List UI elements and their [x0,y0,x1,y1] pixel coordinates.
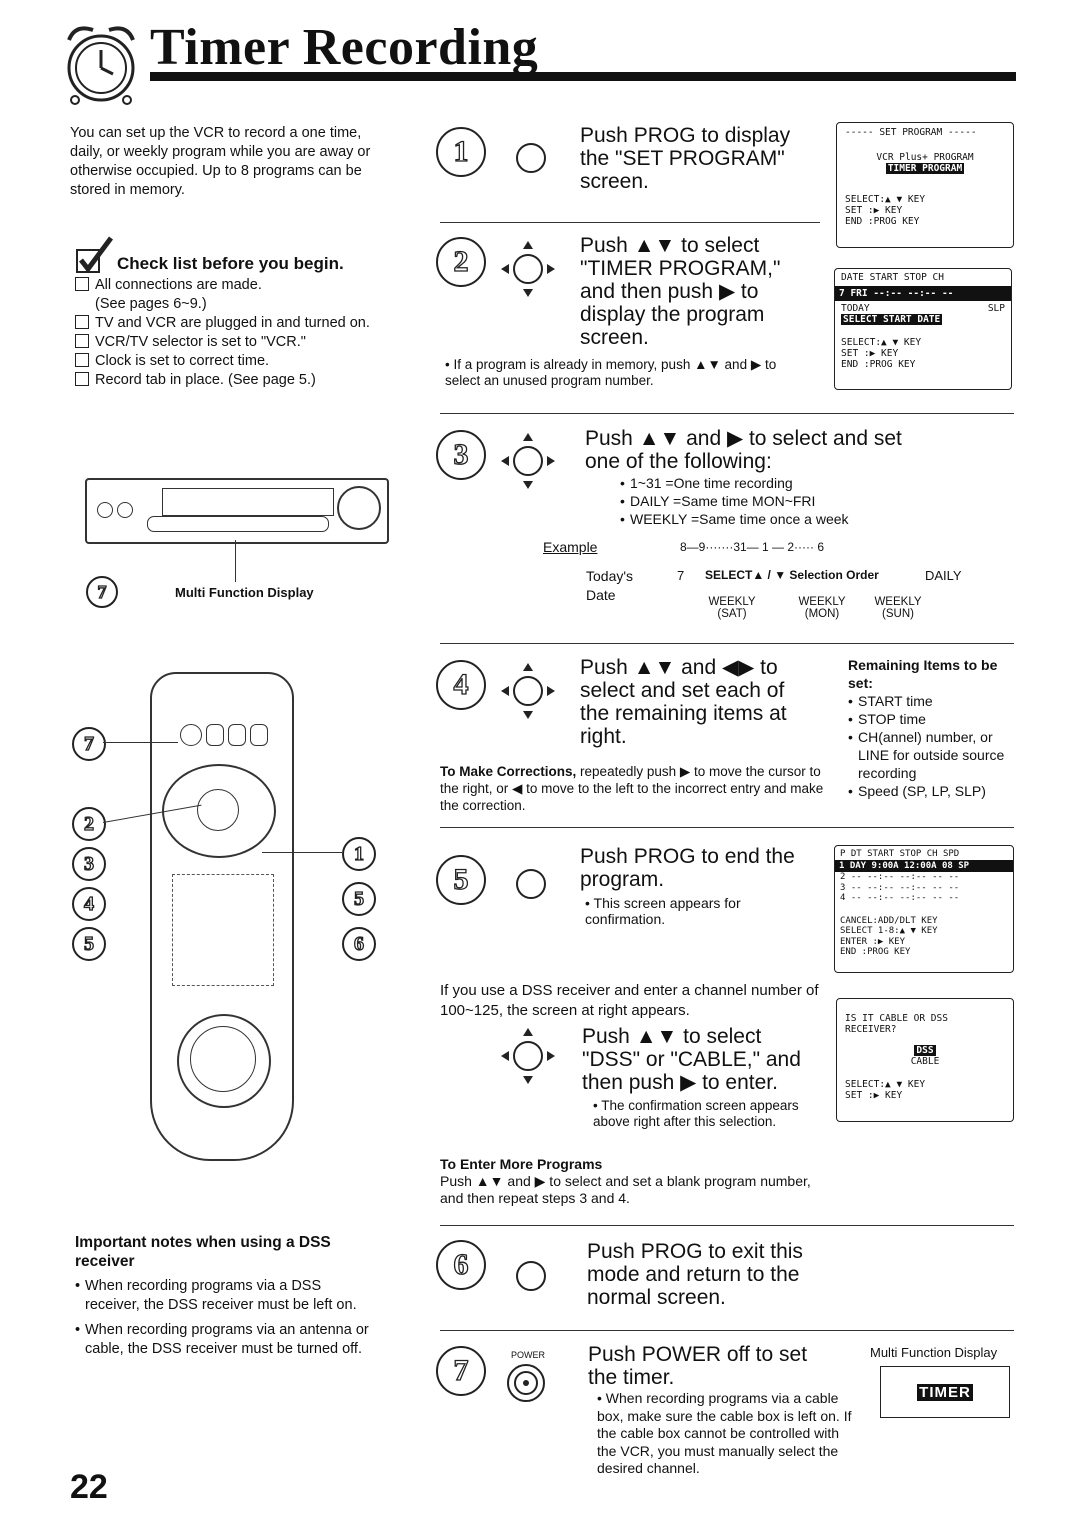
step-5-number: 5 [436,855,486,905]
step-3-options: 1~31 =One time recording DAILY =Same tim… [620,474,940,528]
prog-button-icon [516,1261,546,1291]
example-today-value: 7 [677,568,685,583]
page-number: 22 [70,1468,108,1506]
alarm-clock-icon [67,26,135,105]
vcr-display-label: Multi Function Display [175,585,314,600]
step-2-note: • If a program is already in memory, pus… [445,357,777,388]
callout-2: 2 [72,807,106,841]
callout-7: 7 [72,727,106,761]
more-programs: To Enter More Programs Push ▲▼ and ▶ to … [440,1156,811,1206]
example-weekly: WEEKLY (MON) [798,596,846,620]
callout-6: 6 [342,927,376,961]
divider [440,413,1014,414]
step-4-text: Push ▲▼ and ◀▶ to select and set each of… [580,656,787,748]
direction-pad-icon [501,241,555,297]
divider [440,1330,1014,1331]
checkmark-icon [76,236,114,274]
example-sequence: 8—9·······31— 1 — 2····· 6 [680,540,825,554]
intro-text: You can set up the VCR to record a one t… [70,125,371,198]
example-weekly: WEEKLY (SUN) [874,596,922,620]
divider [440,222,820,223]
prog-button-icon [516,869,546,899]
step-7-number: 7 [436,1346,486,1396]
dss-notes: Important notes when using a DSS receive… [75,1233,375,1359]
callout-5b: 5 [342,882,376,916]
multi-display-label: Multi Function Display [870,1345,998,1360]
step-5-text: Push PROG to end the program. [580,845,795,891]
checklist: Check list before you begin. All connect… [75,236,405,390]
prog-button-icon [516,143,546,173]
checklist-heading: Check list before you begin. [117,254,344,273]
callout-4: 4 [72,887,106,921]
dss-note: • The confirmation screen appears above … [593,1098,799,1129]
divider [440,643,1014,644]
callout-1: 1 [342,837,376,871]
divider [440,1225,1014,1226]
dss-step-text: Push ▲▼ to select "DSS" or "CABLE," and … [582,1025,801,1094]
direction-pad-icon [501,433,555,489]
vcr-illustration [85,478,389,544]
dss-screen: IS IT CABLE OR DSS RECEIVER? DSS CABLE S… [836,998,1014,1122]
remaining-items: Remaining Items to be set: START time ST… [848,656,1020,800]
step-4-number: 4 [436,660,486,710]
direction-pad-icon [501,1028,555,1084]
step-3-text: Push ▲▼ and ▶ to select and set one of t… [585,427,902,473]
dss-note-item: When recording programs via a DSS receiv… [75,1277,375,1315]
corrections-note: To Make Corrections, repeatedly push ▶ t… [440,764,824,813]
dss-intro: If you use a DSS receiver and enter a ch… [440,982,819,1019]
step-6-number: 6 [436,1240,486,1290]
power-label: POWER [511,1350,546,1360]
timer-indicator: TIMER [917,1383,973,1401]
step-1-number: 1 [436,127,486,177]
page-title: Timer Recording [150,19,539,76]
checklist-item: All connections are made. [75,276,405,295]
program-screen: DATE START STOP CH 7 FRI --:-- --:-- -- … [834,268,1012,390]
title-rule [150,72,1016,81]
dss-notes-heading: Important notes when using a DSS receive… [75,1234,331,1270]
example-weekly: WEEKLY (SAT) [708,596,756,620]
example-daily: DAILY [925,568,962,583]
callout-5: 5 [72,927,106,961]
set-program-screen: ----- SET PROGRAM ----- VCR Plus+ PROGRA… [836,122,1014,248]
callout-3: 3 [72,847,106,881]
step-7-note: • When recording programs via a cable bo… [597,1390,852,1476]
dss-note-item: When recording programs via an antenna o… [75,1321,375,1359]
step-3-number: 3 [436,430,486,480]
step-1-text: Push PROG to display the "SET PROGRAM" s… [580,124,791,193]
step-2-text: Push ▲▼ to select "TIMER PROGRAM," and t… [580,234,781,349]
step-7-callout: 7 [86,576,118,608]
example-order: SELECT▲ / ▼ Selection Order [705,568,879,582]
step-5-note: • This screen appears for confirmation. [585,895,741,927]
step-7-text: Push POWER off to set the timer. [588,1343,808,1389]
checklist-item: Clock is set to correct time. [75,352,405,371]
checklist-item: VCR/TV selector is set to "VCR." [75,333,405,352]
checklist-item: TV and VCR are plugged in and turned on. [75,314,405,333]
step-2-number: 2 [436,237,486,287]
divider [440,827,1014,828]
step-6-text: Push PROG to exit this mode and return t… [587,1240,803,1309]
example-label: Example [543,539,598,555]
checklist-item: Record tab in place. (See page 5.) [75,371,405,390]
direction-pad-icon [501,663,555,719]
confirm-screen: P DT START STOP CH SPD 1 DAY 9:00A 12:00… [834,845,1014,973]
power-button-icon [507,1364,545,1402]
timer-display: TIMER [880,1366,1010,1418]
remote-control-illustration [150,672,294,1161]
example-today-label: Today's Date [586,568,634,603]
checklist-item: (See pages 6~9.) [95,296,207,312]
